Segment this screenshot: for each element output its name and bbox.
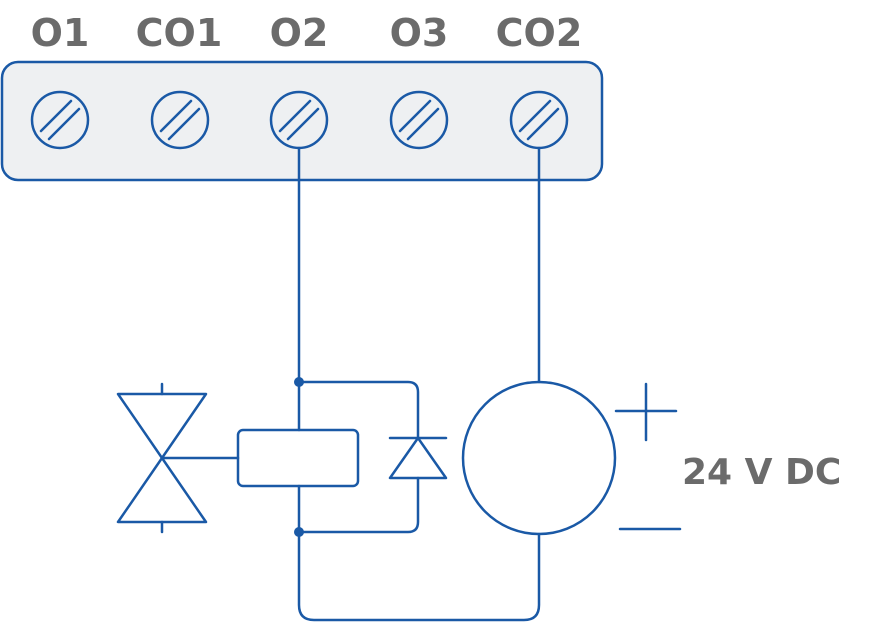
terminal-label-o3: O3 [389, 11, 449, 55]
relay-coil [236, 428, 360, 488]
terminal-label-o2: O2 [269, 11, 329, 55]
diode-symbol [388, 436, 448, 480]
wire-diode-top [297, 380, 420, 440]
plus-icon [614, 382, 678, 442]
power-supply-symbol [461, 380, 617, 536]
screw-o3 [389, 90, 449, 150]
voltage-label: 24 V DC [682, 452, 842, 493]
junction-dot-top [294, 377, 304, 387]
valve-symbol [116, 382, 208, 534]
wire-return [297, 530, 541, 622]
screw-co1 [150, 90, 210, 150]
junction-dot-bottom [294, 527, 304, 537]
screw-o1 [30, 90, 90, 150]
wire-diode-bottom [297, 476, 420, 534]
terminal-block [0, 60, 604, 182]
terminal-label-co2: CO2 [495, 11, 583, 55]
terminal-label-co1: CO1 [135, 11, 223, 55]
terminal-label-o1: O1 [30, 11, 90, 55]
